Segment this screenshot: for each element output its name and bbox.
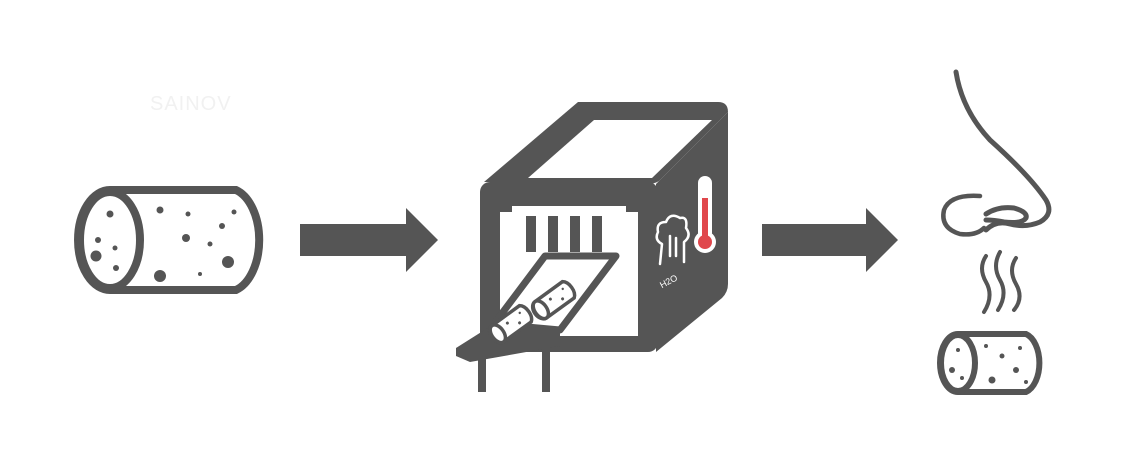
cork-output-icon [937, 331, 1043, 395]
steam-treatment-machine-icon [456, 102, 728, 392]
arrow-right-icon [300, 208, 438, 272]
nose-icon [941, 69, 1052, 237]
cork-input-icon [74, 186, 264, 294]
steam-cloud-icon [655, 214, 690, 266]
thermometer-icon [694, 176, 716, 253]
odor-waves-icon [980, 250, 1022, 314]
arrow-right-icon [762, 208, 898, 272]
watermark-text: SAINOV [150, 93, 232, 115]
